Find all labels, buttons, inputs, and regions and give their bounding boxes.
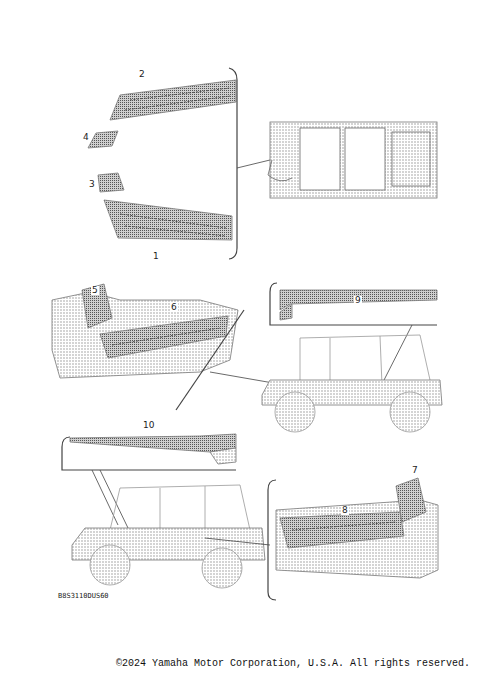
callout-number: 7 — [411, 466, 419, 475]
bracket — [270, 283, 437, 325]
decal-2 — [110, 80, 236, 120]
decal-4 — [88, 131, 118, 148]
decal-8 — [280, 512, 404, 548]
decal-10 — [70, 434, 236, 452]
decal-5 — [82, 284, 112, 328]
callout-number: 8 — [341, 506, 349, 515]
vehicle-side-view — [262, 335, 442, 432]
decal-3 — [98, 173, 124, 192]
vehicle-front-panel — [52, 292, 238, 378]
callout-number: 10 — [142, 421, 155, 430]
decal-6 — [100, 316, 228, 358]
vehicle-top-view — [270, 122, 437, 198]
vehicle-rear-view — [72, 485, 265, 588]
callout-number: 5 — [91, 286, 99, 295]
bracket — [268, 480, 276, 600]
figure-code: B8S3110DUS60 — [58, 593, 109, 600]
callout-number: 3 — [88, 180, 96, 189]
callout-number: 6 — [170, 303, 178, 312]
callout-number: 4 — [82, 133, 90, 142]
callout-number: 9 — [354, 296, 362, 305]
decal-9 — [280, 290, 437, 310]
callout-number: 2 — [138, 70, 146, 79]
bracket — [229, 68, 237, 259]
decal-7 — [396, 478, 426, 522]
decal-1 — [104, 200, 232, 240]
callout-number: 1 — [152, 252, 160, 261]
copyright-notice: ©2024 Yamaha Motor Corporation, U.S.A. A… — [116, 659, 470, 669]
